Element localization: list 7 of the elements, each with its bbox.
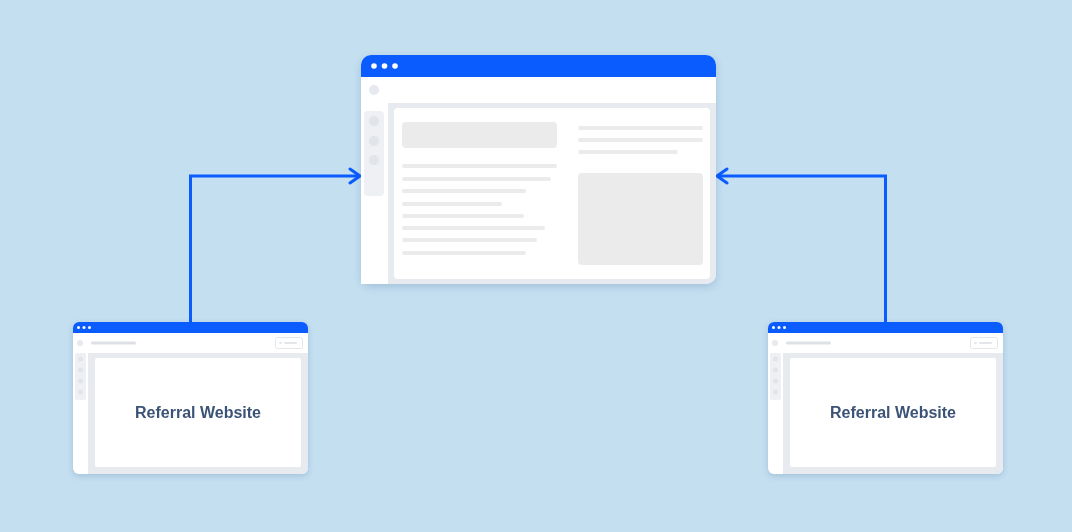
window-label: Referral Website: [135, 402, 261, 423]
window-label: Referral Website: [830, 402, 956, 423]
browser-window: [361, 55, 716, 284]
arrow: [189, 167, 362, 322]
browser-window: [768, 322, 1003, 474]
arrow: [715, 167, 887, 322]
browser-window: [73, 322, 308, 474]
